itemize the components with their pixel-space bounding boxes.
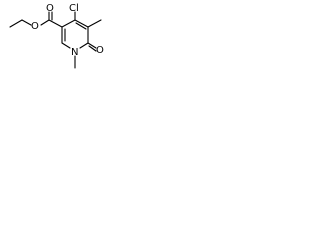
bond-n-c2	[61, 42, 71, 49]
bond-c4-c5-double	[75, 22, 87, 30]
atom-n-label: N	[71, 47, 78, 58]
molecule-canvas: Cl O N O O	[0, 0, 126, 78]
bond-c5-methyl	[87, 19, 102, 28]
bond-c6-o-ketone	[87, 42, 97, 49]
atom-o-ester-label: O	[31, 21, 39, 32]
atom-o-carbonyl-label: O	[46, 3, 54, 14]
bond-ester-c-o-single	[40, 19, 50, 26]
bond-c3-c4	[61, 19, 76, 28]
bond-c6-o-ketone-double	[88, 45, 97, 52]
atom-cl-label: Cl	[69, 3, 79, 14]
bond-o-ethyl-ch2	[21, 19, 32, 26]
structure-diagram: Cl O N O O	[9, 3, 104, 69]
atom-o-ketone-label: O	[96, 45, 104, 56]
bond-c4-c5	[74, 19, 89, 28]
bond-c6-n	[79, 42, 89, 49]
bond-ethyl-ch2-ch3	[9, 19, 23, 28]
bond-c3-ester-c	[48, 19, 63, 28]
